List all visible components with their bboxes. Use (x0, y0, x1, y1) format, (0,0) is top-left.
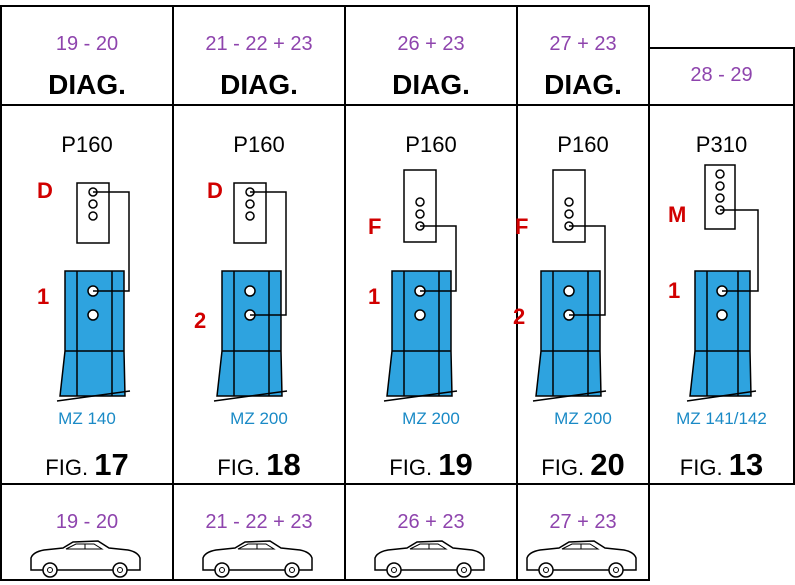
car-icon-1 (30, 540, 141, 578)
diagram-ref-2: 21 - 22 + 23 (205, 33, 313, 55)
part-number-5: P310 (695, 132, 748, 157)
fig-label-1: FIG. (45, 455, 89, 480)
bottom-letter-2: 2 (194, 308, 207, 333)
diagram-ref-3: 26 + 23 (397, 33, 465, 55)
vehicle-ref-1: 19 - 20 (55, 511, 119, 533)
bracket-diagram-5 (686, 164, 759, 402)
vehicle-cell-2: 21 - 22 + 23 (172, 483, 346, 581)
header-cell-2: 21 - 22 + 23 DIAG. (172, 5, 346, 106)
fig-label-2: FIG. (217, 455, 261, 480)
fig-caption-3: FIG. 19 (346, 447, 516, 483)
car-icon-4 (526, 540, 637, 578)
figure-cell-2: P160 D 2 MZ 200 FIG. 18 (172, 104, 346, 485)
header-cell-3: 26 + 23 DIAG. (344, 5, 518, 106)
diag-label-2: DIAG. (220, 69, 298, 100)
fig-caption-5: FIG. 13 (650, 447, 793, 483)
vehicle-ref-3: 26 + 23 (397, 511, 465, 533)
bottom-letter-5: 1 (668, 278, 681, 303)
diag-label-1: DIAG. (48, 69, 126, 100)
bracket-diagram-1 (56, 182, 131, 402)
vehicle-cell-4: 27 + 23 (516, 483, 650, 581)
mz-label-5: MZ 141/142 (676, 409, 767, 428)
part-number-3: P160 (405, 132, 457, 157)
mz-label-4: MZ 200 (554, 409, 612, 428)
header-cell-5: 28 - 29 (648, 47, 795, 106)
figure-cell-1: P160 D 1 MZ 140 FIG. 17 (0, 104, 174, 485)
figure-cell-4: P160 F 2 MZ 200 FIG. 20 (513, 104, 650, 485)
fig-number-4: 20 (590, 447, 625, 482)
bottom-letter-1: 1 (37, 284, 50, 309)
top-letter-4: F (515, 214, 529, 239)
part-number-4: P160 (557, 132, 609, 157)
vehicle-ref-4: 27 + 23 (549, 511, 617, 533)
car-icon-2 (202, 540, 313, 578)
fig-label-5: FIG. (679, 455, 723, 480)
header-cell-1: 19 - 20 DIAG. (0, 5, 174, 106)
part-number-1: P160 (61, 132, 113, 157)
figure-cell-5: P310 M 1 MZ 141/142 FIG. 13 (648, 104, 795, 485)
vehicle-ref-2: 21 - 22 + 23 (205, 511, 313, 533)
top-letter-3: F (368, 214, 382, 239)
fig-caption-2: FIG. 18 (174, 447, 344, 483)
header-cell-4: 27 + 23 DIAG. (516, 5, 650, 106)
car-icon-3 (374, 540, 485, 578)
vehicle-cell-3: 26 + 23 (344, 483, 518, 581)
diag-label-3: DIAG. (392, 69, 470, 100)
top-letter-5: M (668, 202, 687, 227)
vehicle-cell-1: 19 - 20 (0, 483, 174, 581)
bottom-letter-4: 2 (513, 304, 526, 329)
bottom-letter-3: 1 (368, 284, 381, 309)
bracket-diagram-2 (213, 182, 288, 402)
fig-number-3: 19 (438, 447, 473, 482)
diagram-ref-5: 28 - 29 (690, 64, 753, 86)
figure-cell-3: P160 F 1 MZ 200 FIG. 19 (344, 104, 518, 485)
part-number-2: P160 (233, 132, 285, 157)
diagram-ref-4: 27 + 23 (549, 33, 617, 55)
fig-caption-1: FIG. 17 (2, 447, 172, 483)
mz-label-1: MZ 140 (58, 409, 116, 428)
bracket-diagram-4 (532, 169, 607, 402)
bracket-diagram-3 (383, 169, 458, 402)
fig-caption-4: FIG. 20 (518, 447, 648, 483)
diag-label-4: DIAG. (544, 69, 622, 100)
top-letter-2: D (207, 178, 223, 203)
fig-number-1: 17 (94, 447, 129, 482)
fig-label-4: FIG. (541, 455, 585, 480)
top-letter-1: D (37, 178, 53, 203)
diagram-ref-1: 19 - 20 (55, 33, 119, 55)
fig-number-5: 13 (728, 447, 764, 482)
mz-label-2: MZ 200 (230, 409, 288, 428)
fig-number-2: 18 (266, 447, 301, 482)
mz-label-3: MZ 200 (402, 409, 460, 428)
fig-label-3: FIG. (389, 455, 433, 480)
